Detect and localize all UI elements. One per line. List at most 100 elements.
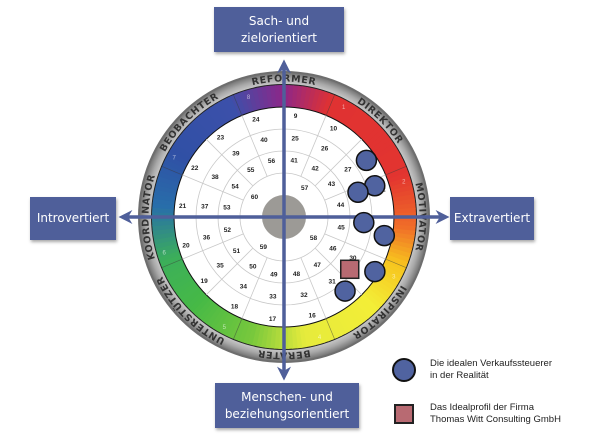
grid-label: 26 [321,146,329,153]
band-slice [341,308,358,330]
band-slice [189,121,209,141]
band-slice [192,118,211,138]
band-slice [303,87,313,110]
band-slice [154,239,178,249]
grid-label: 44 [337,202,345,209]
band-slice [202,303,220,324]
ideal-sales-lead-marker [347,181,369,204]
grid-label: 46 [329,246,337,253]
band-slice [188,292,208,312]
band-slice [218,100,234,122]
band-slice [256,86,266,110]
grid-label: 17 [269,316,277,323]
band-slice [365,287,386,307]
band-slice [325,94,339,117]
band-slice [182,287,203,306]
grid-label: 45 [338,225,346,232]
grid-label: 24 [252,116,260,123]
band-slice [154,188,177,198]
band-slice [348,303,366,325]
axis-label-right-text: Extravertiert [453,211,531,226]
band-slice [165,154,188,169]
grid-label: 33 [269,294,277,301]
band-slice [338,310,354,332]
band-slice [159,166,183,180]
band-slice [174,138,196,156]
band-slice [264,325,273,349]
grid-label: 49 [270,272,278,279]
band-slice [179,131,201,150]
band-slice [152,197,176,206]
band-slice [158,250,181,263]
grid-label: 23 [217,135,225,142]
band-slice [243,89,255,113]
band-slice [226,96,240,119]
band-slice [342,105,359,127]
ideal-sales-lead-marker [364,260,386,283]
grid-label: 38 [211,174,219,181]
band-slice [317,91,331,114]
grid-label: 18 [231,304,239,311]
axis-label-left-text: Introvertiert [36,211,110,226]
band-slice [339,102,355,125]
band-slice [392,194,415,203]
grid-label: 52 [224,227,232,234]
band-slice [155,179,179,191]
band-slice [195,115,214,136]
band-segment-number: 3 [392,275,396,281]
grid-label: 51 [233,248,241,255]
band-slice [261,86,270,109]
band-slice [372,278,394,296]
band-slice [174,277,196,295]
band-slice [176,281,198,299]
band-slice [334,312,350,334]
grid-label: 53 [223,204,231,211]
grid-spoke [241,257,268,319]
band-slice [365,128,386,147]
band-slice [328,96,343,119]
band-slice [370,135,392,153]
band-slice [191,295,211,316]
band-slice [302,324,312,348]
band-slice [163,158,186,173]
band-slice [225,315,240,338]
band-slice [242,321,254,344]
band-segment-number: 1 [342,105,346,111]
axis-label-bottom-text: Menschen- und beziehungsorientiert [224,390,350,421]
axis-label-bottom: Menschen- und beziehungsorientiert [215,383,359,428]
band-slice [171,274,193,291]
band-slice [199,112,217,133]
grid-spoke [241,115,268,177]
band-slice [251,323,262,347]
grid-label: 16 [308,313,316,320]
band-slice [155,242,179,254]
legend-item-square: Das Idealprofil der Firma Thomas Witt Co… [392,402,600,427]
grid-label: 34 [240,283,248,290]
grid-label: 25 [292,135,300,142]
grid-label: 47 [314,262,322,269]
band-slice [381,155,404,170]
band-slice [382,261,405,276]
band-slice [247,88,259,112]
band-slice [380,265,403,280]
band-slice [238,91,251,114]
band-slice [198,300,217,322]
band-slice [167,267,189,283]
band-slice [332,98,347,121]
band-slice [391,189,415,199]
grid-label: 54 [231,183,239,190]
band-slice [221,313,236,336]
grid-label: 39 [232,151,240,158]
band-slice [363,125,383,144]
grid-label: 55 [247,167,255,174]
band-slice [328,315,342,338]
band-divider [233,94,243,116]
legend-circle-line2: in der Realität [430,370,489,382]
band-slice [158,170,181,184]
grid-label: 22 [191,165,199,172]
grid-label: 42 [312,166,320,173]
band-slice [367,284,389,303]
band-slice [360,122,380,142]
grid-spoke [300,257,327,319]
band-slice [213,309,229,332]
